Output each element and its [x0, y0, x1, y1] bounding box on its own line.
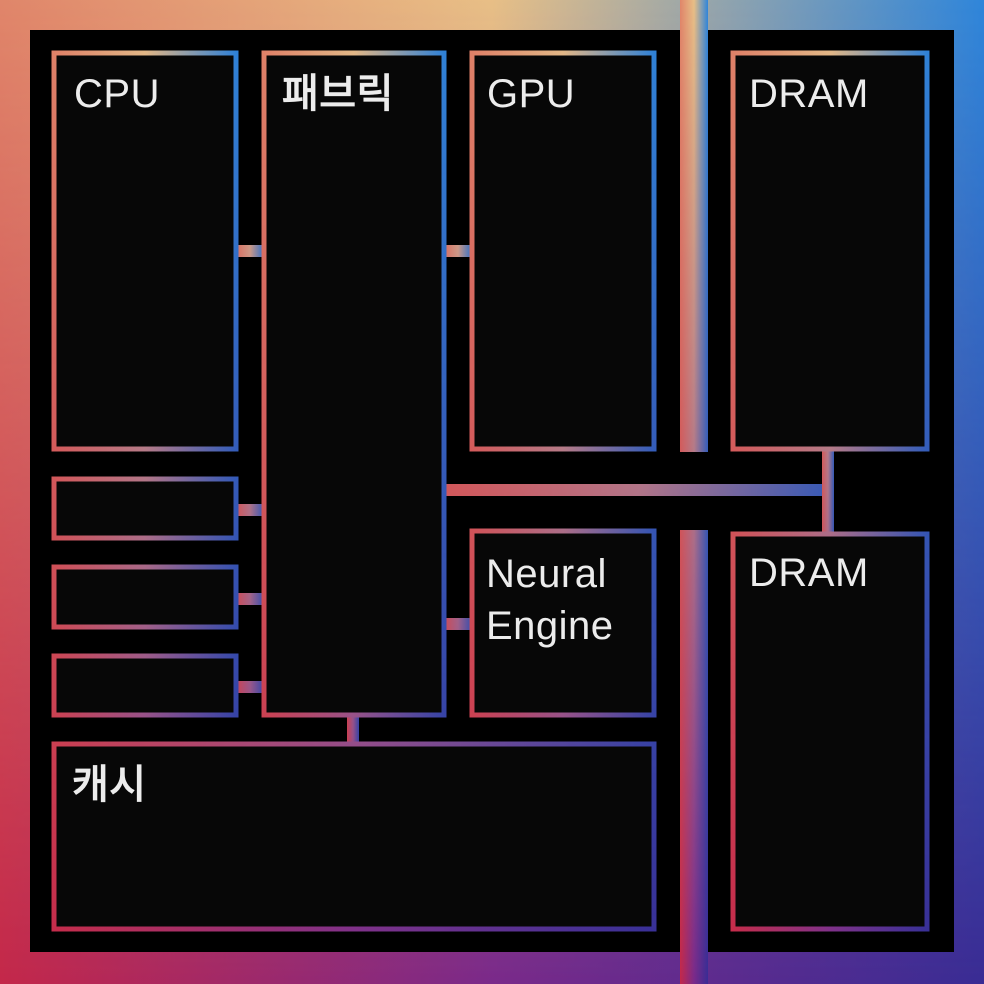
dram-top-block: [730, 50, 930, 452]
gpu-label: GPU: [487, 72, 575, 116]
dram-bottom-label: DRAM: [749, 551, 869, 595]
small-block-3: [51, 653, 239, 718]
neural-engine-block: [469, 528, 657, 718]
block-outlines-base: [51, 50, 930, 932]
dram-top-label: DRAM: [749, 72, 869, 116]
cpu-label: CPU: [74, 72, 160, 116]
cache-label: 캐시: [72, 763, 147, 807]
fabric-block: [261, 50, 447, 718]
small-block-1: [51, 476, 239, 541]
neural-engine-label-line2: Engine: [486, 604, 614, 648]
neural-engine-label-line1: Neural: [486, 552, 607, 596]
interconnects: [236, 245, 834, 746]
fabric-label: 패브릭: [282, 72, 394, 116]
gpu-block: [469, 50, 657, 452]
small-block-2: [51, 564, 239, 630]
dram-bottom-block: [730, 531, 930, 932]
block-outlines-top-tint: [51, 50, 930, 932]
